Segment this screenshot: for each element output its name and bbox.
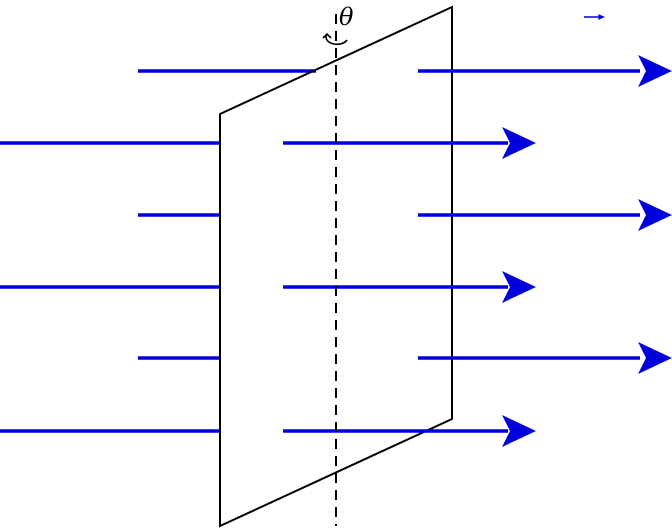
field-arrowheads — [502, 55, 672, 447]
rotating-plane — [219, 5, 453, 528]
outgoing-field-lines — [283, 69, 640, 433]
arrowhead-1 — [638, 55, 672, 87]
arrowhead-2 — [502, 127, 536, 159]
incoming-field-lines — [0, 69, 316, 433]
rotation-angle-label: θ — [339, 3, 354, 31]
arrowhead-4 — [502, 271, 536, 303]
curved-rotation-arrow-icon — [322, 32, 348, 46]
arrowhead-3 — [638, 199, 672, 231]
right-arrow-icon — [584, 14, 605, 20]
arrowhead-6 — [502, 415, 536, 447]
arrowhead-5 — [638, 342, 672, 374]
